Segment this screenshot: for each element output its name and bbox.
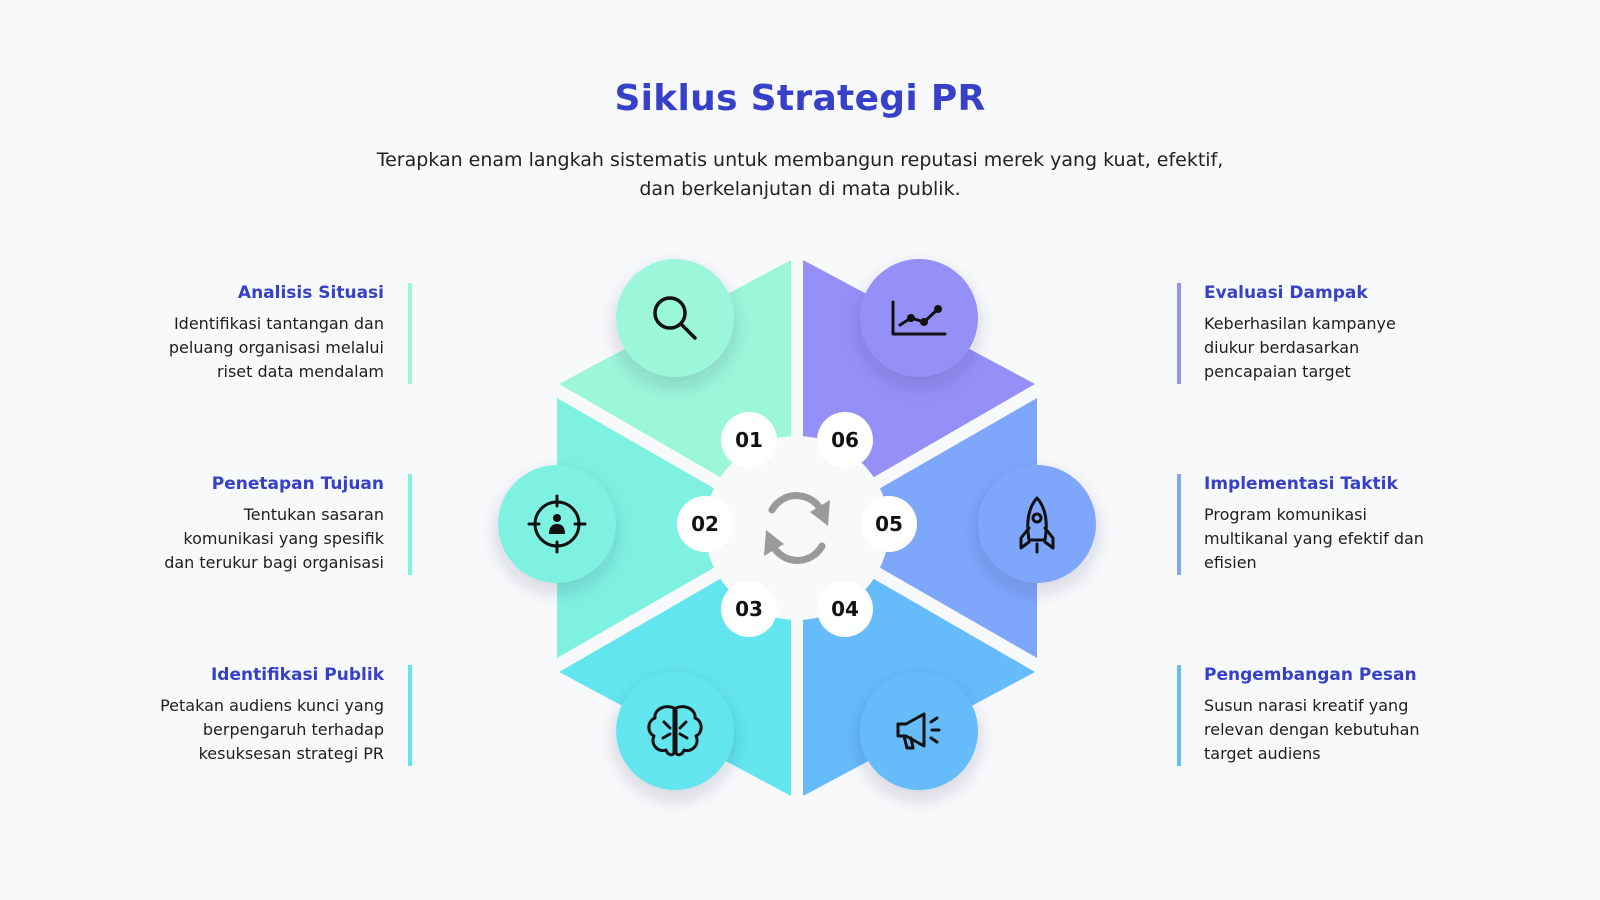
- step-06-title: Evaluasi Dampak: [1204, 283, 1368, 303]
- svg-text:04: 04: [831, 597, 859, 621]
- number-badge-01: 01: [721, 412, 777, 468]
- target-person-icon: [527, 494, 587, 554]
- page-title: Siklus Strategi PR: [614, 78, 986, 119]
- search-icon: [653, 296, 697, 340]
- line-chart-icon: [891, 300, 947, 336]
- step-03-text: Identifikasi Publik Petakan audiens kunc…: [94, 665, 412, 766]
- step-01-text: Analisis Situasi Identifikasi tantangan …: [94, 283, 412, 384]
- segment-05: [811, 398, 1037, 658]
- svg-text:03: 03: [735, 597, 763, 621]
- subtitle-line-1: Terapkan enam langkah sistematis untuk m…: [376, 149, 1224, 171]
- megaphone-icon: [896, 712, 941, 750]
- icon-circle-04: [860, 672, 978, 790]
- number-badge-02: 02: [677, 496, 733, 552]
- icon-circle-03: [616, 672, 734, 790]
- step-04-title: Pengembangan Pesan: [1204, 665, 1417, 685]
- center-hole: [705, 436, 889, 620]
- step-02-title: Penetapan Tujuan: [211, 474, 384, 494]
- page-subtitle: Terapkan enam langkah sistematis untuk m…: [300, 146, 1300, 204]
- number-badge-05: 05: [861, 496, 917, 552]
- icon-circle-01: [616, 259, 734, 377]
- brain-icon: [647, 705, 703, 757]
- number-badge-04: 04: [817, 581, 873, 637]
- rocket-icon: [1019, 496, 1055, 554]
- segment-02: [557, 398, 783, 658]
- step-03-title: Identifikasi Publik: [210, 665, 384, 685]
- icon-circle-06: [860, 259, 978, 377]
- number-badge-03: 03: [721, 581, 777, 637]
- cycle-arrows-icon: [764, 492, 830, 564]
- svg-text:02: 02: [691, 512, 719, 536]
- step-04-text: Pengembangan Pesan Susun narasi kreatif …: [1177, 665, 1494, 766]
- svg-text:06: 06: [831, 428, 859, 452]
- svg-text:05: 05: [875, 512, 903, 536]
- subtitle-line-2: dan berkelanjutan di mata publik.: [639, 178, 961, 200]
- step-01-title: Analisis Situasi: [237, 283, 384, 303]
- icon-circle-05: [978, 465, 1096, 583]
- svg-text:01: 01: [735, 428, 763, 452]
- icon-circle-02: [498, 465, 616, 583]
- number-badge-06: 06: [817, 412, 873, 468]
- step-05-title: Implementasi Taktik: [1204, 474, 1398, 494]
